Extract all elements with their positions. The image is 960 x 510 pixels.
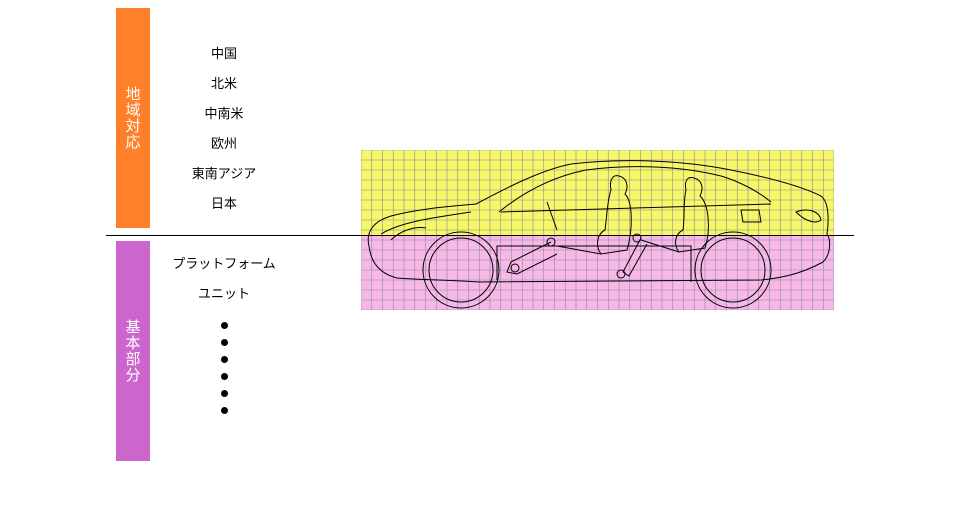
car-cross-section-diagram — [361, 150, 834, 310]
dot — [221, 373, 228, 380]
list-item: 北米 — [210, 77, 237, 92]
list-item: 欧州 — [210, 137, 237, 152]
list-item: プラットフォーム — [172, 257, 276, 272]
list-item: 中国 — [210, 47, 237, 62]
ellipsis-dots-icon — [221, 322, 228, 424]
dot — [221, 339, 228, 346]
dot — [221, 390, 228, 397]
regional-category-label: 地域対応 — [123, 86, 142, 150]
list-item: 東南アジア — [191, 167, 257, 182]
list-item: 日本 — [210, 197, 237, 212]
base-category-bar: 基本部分 — [116, 241, 150, 461]
regional-list: 中国 北米 中南米 欧州 東南アジア 日本 — [160, 44, 288, 224]
dot — [221, 407, 228, 414]
grid — [361, 150, 834, 310]
zone-divider-line — [106, 235, 854, 236]
list-item: 中南米 — [204, 107, 244, 122]
list-item: ユニット — [197, 287, 250, 302]
base-list: プラットフォーム ユニット — [160, 254, 288, 314]
car-cross-section-icon — [367, 160, 831, 309]
regional-category-bar: 地域対応 — [116, 8, 150, 228]
dot — [221, 356, 228, 363]
dot — [221, 322, 228, 329]
base-category-label: 基本部分 — [123, 319, 142, 383]
